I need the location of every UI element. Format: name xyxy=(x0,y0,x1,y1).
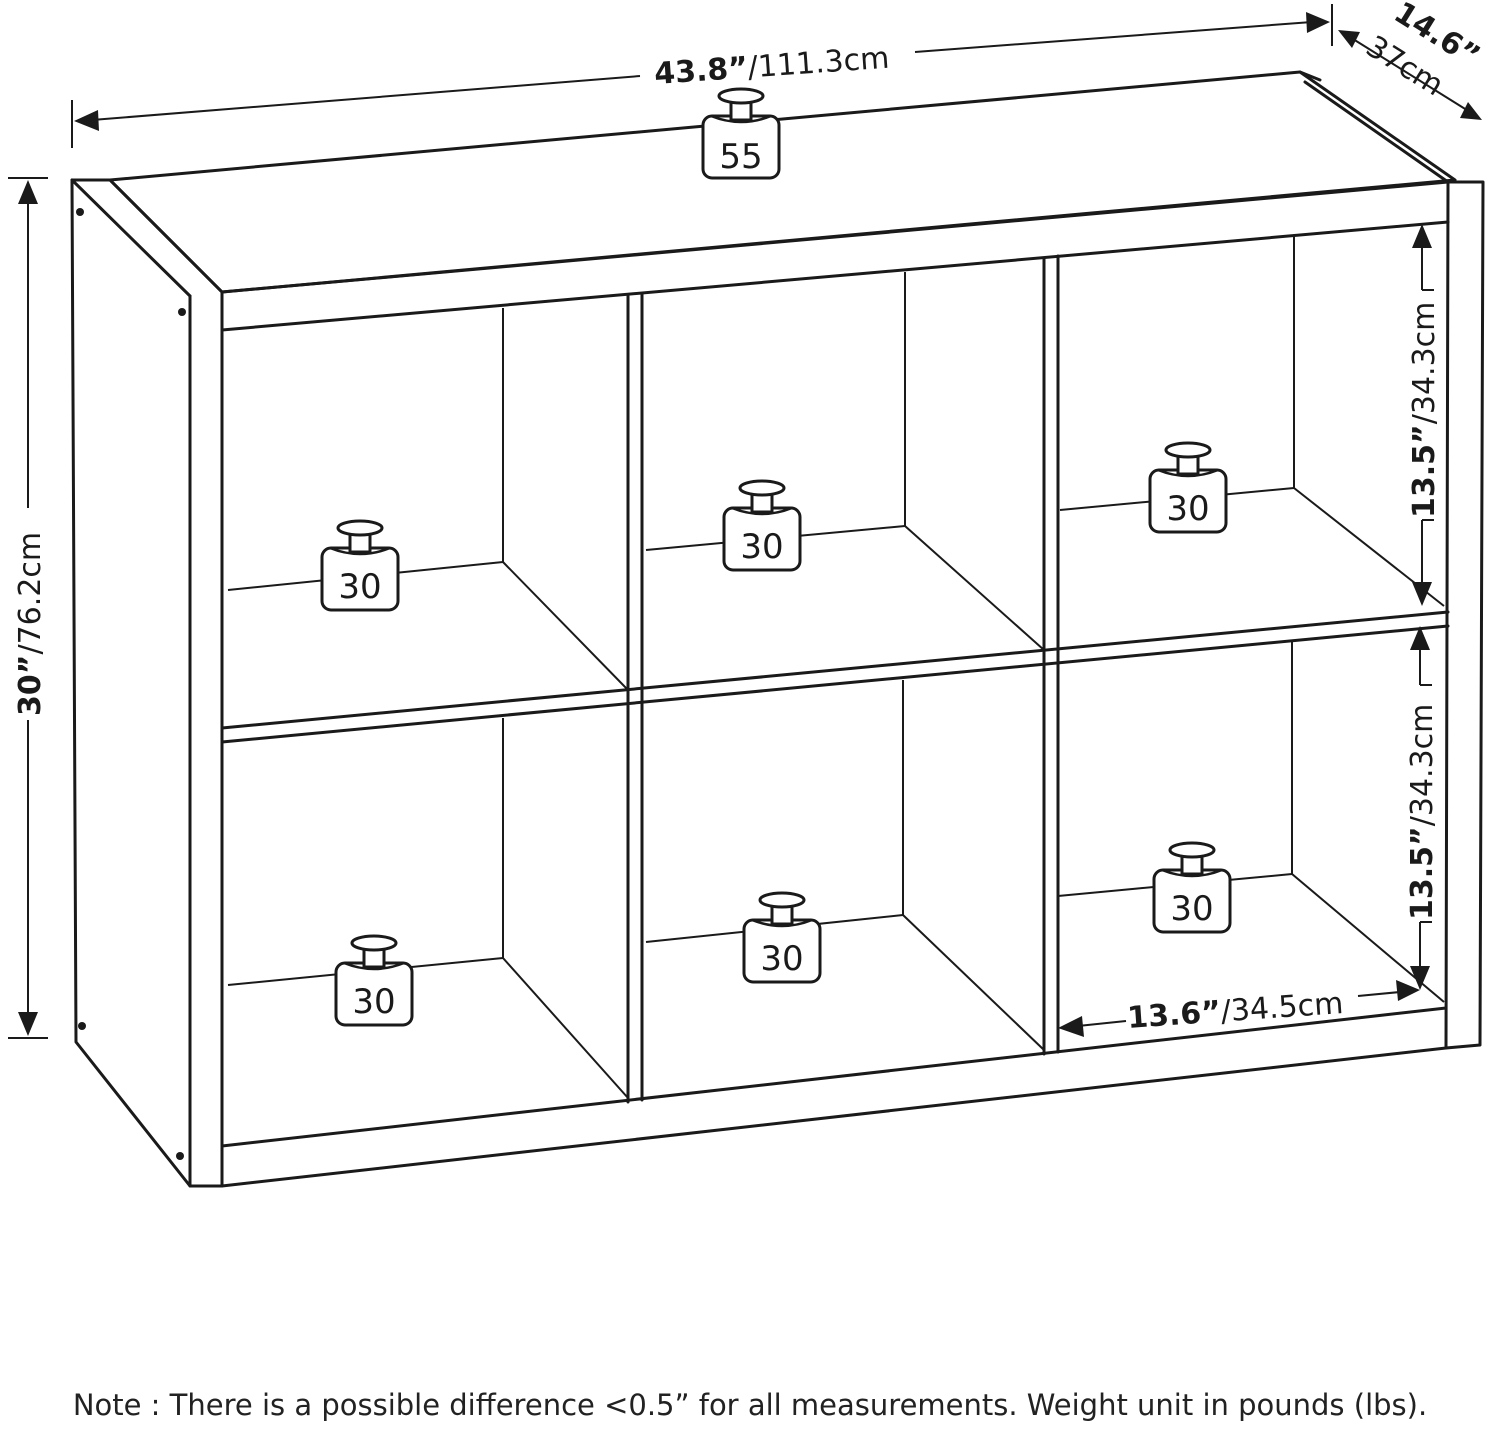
dimension-cube-width: 13.6”/34.5cm xyxy=(1058,980,1420,1037)
weight-icon-upper-left: 30 xyxy=(320,519,400,612)
dimension-depth: 14.6” 37cm xyxy=(1338,0,1486,120)
right-side-panel xyxy=(1444,180,1485,1050)
weight-icon-lower-left: 30 xyxy=(334,934,414,1027)
svg-text:55: 55 xyxy=(719,137,762,177)
weight-icon-upper-middle: 30 xyxy=(722,479,802,572)
svg-text:30”/76.2cm: 30”/76.2cm xyxy=(13,532,48,716)
weight-icon-lower-middle: 30 xyxy=(742,891,822,984)
svg-text:30: 30 xyxy=(740,527,783,567)
svg-text:13.5”/34.3cm: 13.5”/34.3cm xyxy=(1407,302,1442,518)
left-side-panel xyxy=(70,178,224,1188)
dimension-height: 30”/76.2cm xyxy=(8,177,48,1039)
top-surface xyxy=(108,70,1457,294)
dimension-cube-height-upper: 13.5”/34.3cm xyxy=(1407,224,1442,606)
dimension-cube-height-lower: 13.5”/34.3cm xyxy=(1405,626,1440,990)
measurement-note: Note : There is a possible difference <0… xyxy=(72,1388,1428,1422)
svg-text:30: 30 xyxy=(338,567,381,607)
svg-text:13.6”/34.5cm: 13.6”/34.5cm xyxy=(1126,986,1344,1036)
weight-icon-top: 55 xyxy=(701,87,781,180)
svg-text:30: 30 xyxy=(1166,489,1209,529)
svg-text:30: 30 xyxy=(1170,889,1213,929)
weight-icon-upper-right: 30 xyxy=(1148,441,1228,534)
svg-text:13.5”/34.3cm: 13.5”/34.3cm xyxy=(1405,704,1440,920)
weight-icon-lower-right: 30 xyxy=(1152,841,1232,934)
svg-text:30: 30 xyxy=(352,982,395,1022)
svg-text:30: 30 xyxy=(760,939,803,979)
cabinet xyxy=(70,70,1485,1188)
svg-text:43.8”/111.3cm: 43.8”/111.3cm xyxy=(653,41,890,92)
